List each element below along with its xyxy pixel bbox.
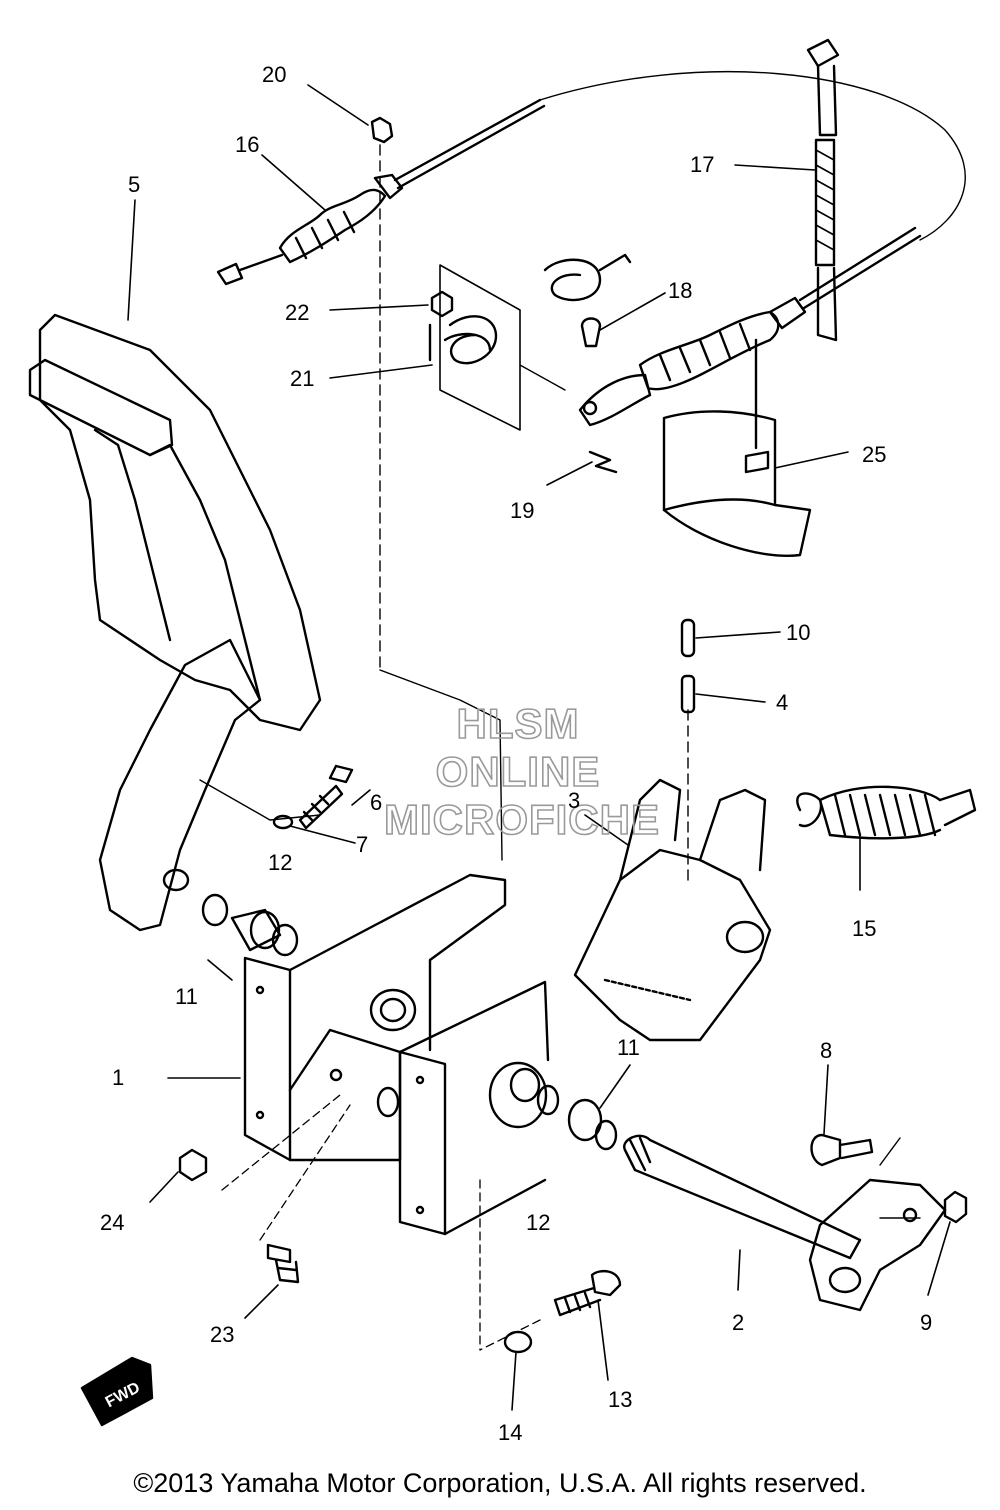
part-16-cable [216,98,546,286]
callout-1: 1 [112,1065,124,1090]
part-21-spring [428,253,632,365]
part-18-pin [580,317,602,348]
callout-2: 2 [732,1310,744,1335]
part-8-bolt [810,1133,874,1167]
part-20-cap [370,116,394,144]
watermark-line-3: MICROFICHE [384,796,660,843]
callout-10: 10 [786,620,810,645]
callout-8: 8 [820,1038,832,1063]
callout-24: 24 [100,1210,124,1235]
callout-18: 18 [668,278,692,303]
cable-loop [539,70,966,241]
callout-4: 4 [776,690,788,715]
callout-7: 7 [356,832,368,857]
part-24-nut [178,1148,208,1182]
part-7-washer [272,814,294,830]
callout-3: 3 [568,788,580,813]
callout-12a: 12 [268,850,292,875]
part-9-nut [943,1190,968,1224]
callout-9: 9 [920,1310,932,1335]
callout-12b: 12 [526,1210,550,1235]
part-17-stay [806,38,840,342]
callout-23: 23 [210,1322,234,1347]
part-15-spring [796,785,977,840]
part-lower-cable [578,226,922,427]
callout-14: 14 [498,1420,522,1445]
assembly-dash-lines [221,1094,541,1351]
callout-11b: 11 [617,1035,640,1060]
callout-5a: 5 [128,172,140,197]
part-14-washer [503,1330,533,1354]
part-2-shaft [623,1134,947,1312]
part-10-pin [680,618,696,658]
watermark-line-1: HLSM [457,700,580,747]
part-6-bolt [298,764,354,830]
part-13-bolt [553,1269,622,1317]
callout-17: 17 [690,152,714,177]
callout-22: 22 [285,300,309,325]
callout-11a: 11 [175,984,198,1009]
callout-16: 16 [235,132,259,157]
callout-21: 21 [290,366,314,391]
part-19-clip [588,450,618,474]
watermark-line-2: ONLINE [436,748,601,795]
callout-19: 19 [510,498,534,523]
part-5-pedal [28,313,322,932]
part-1-bracket [243,873,550,1236]
part-23-bolt [266,1243,300,1284]
fwd-arrow [80,1356,154,1427]
copyright-notice: ©2013 Yamaha Motor Corporation, U.S.A. A… [133,1468,867,1498]
callout-labels: 20 16 5 17 22 18 21 25 19 10 4 3 6 7 12 … [100,62,932,1445]
callout-20: 20 [262,62,286,87]
callout-leaders [127,84,951,1411]
spring-plate [439,264,521,431]
part-4-pin [680,674,696,714]
leader-dashes [379,144,689,881]
part-3-lever [573,778,772,1042]
callout-15: 15 [852,916,876,941]
callout-13: 13 [608,1387,632,1412]
part-11-bushing-right [488,1061,618,1151]
callout-25: 25 [862,442,886,467]
callout-6: 6 [370,790,382,815]
part-25-cover [662,338,812,557]
part-22-nut [430,290,454,318]
watermark: HLSM ONLINE MICROFICHE [383,699,660,844]
part-11-bushing-left [201,893,299,957]
